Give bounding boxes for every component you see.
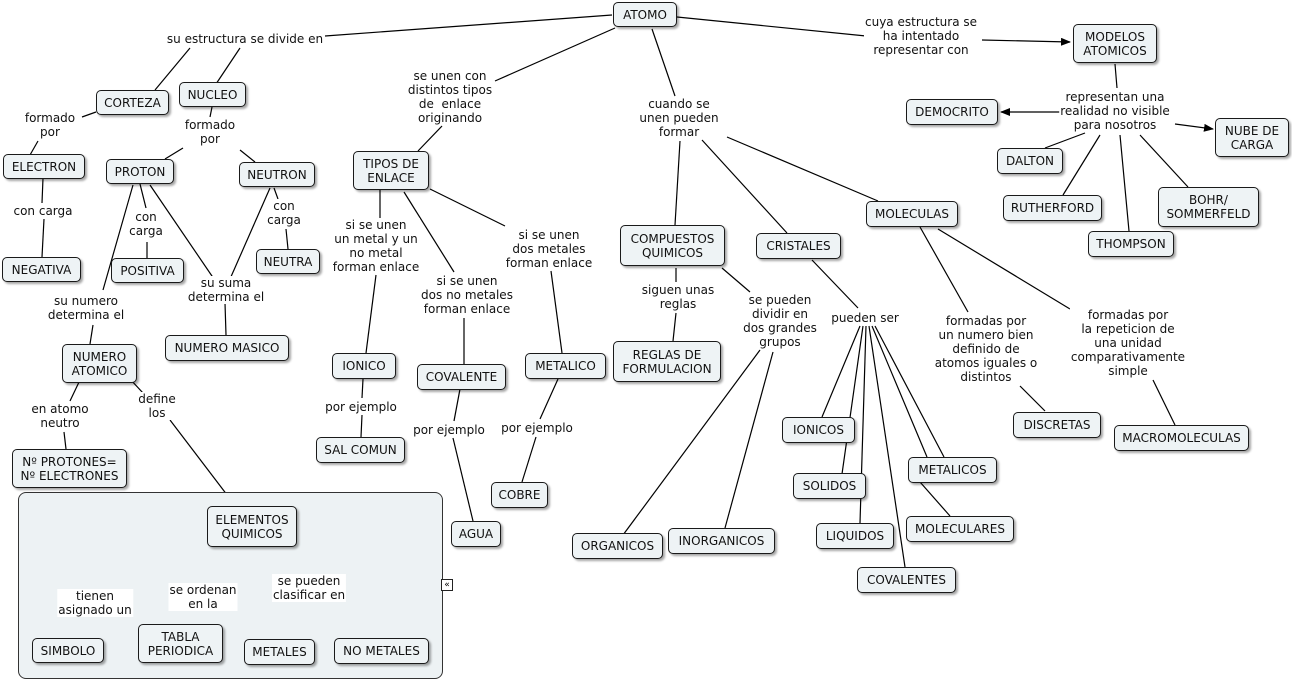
label-su-suma: su suma determina el <box>186 276 266 304</box>
node-proton[interactable]: PROTON <box>106 159 174 184</box>
node-nube-de-carga[interactable]: NUBE DE CARGA <box>1215 118 1289 157</box>
node-cristales[interactable]: CRISTALES <box>756 233 841 259</box>
label-se-unen: se unen con distintos tipos de enlace or… <box>406 69 494 125</box>
node-no-metales[interactable]: NO METALES <box>334 638 429 664</box>
label-su-numero: su numero determina el <box>46 294 126 322</box>
node-liquidos[interactable]: LIQUIDOS <box>816 523 894 549</box>
node-numero-masico[interactable]: NUMERO MASICO <box>165 335 289 361</box>
node-negativa[interactable]: NEGATIVA <box>2 257 81 282</box>
label-pueden-ser: pueden ser <box>830 311 900 325</box>
label-formado-por-nucleo: formado por <box>183 118 237 146</box>
node-covalente[interactable]: COVALENTE <box>417 364 506 390</box>
label-en-atomo-neutro: en atomo neutro <box>30 402 90 430</box>
node-ionico[interactable]: IONICO <box>332 353 396 379</box>
label-dos-metales: si se unen dos metales forman enlace <box>504 228 594 270</box>
node-tipos-de-enlace[interactable]: TIPOS DE ENLACE <box>353 151 429 190</box>
label-cuya-estructura: cuya estructura se ha intentado represen… <box>864 15 978 57</box>
node-discretas[interactable]: DISCRETAS <box>1013 412 1101 438</box>
node-moleculas[interactable]: MOLECULAS <box>866 201 958 227</box>
node-solidos[interactable]: SOLIDOS <box>793 473 866 499</box>
node-inorganicos[interactable]: INORGANICOS <box>668 528 775 554</box>
label-tienen-asignado: tienen asignado un <box>57 589 133 617</box>
node-thompson[interactable]: THOMPSON <box>1088 231 1174 257</box>
label-por-ejemplo-covalente: por ejemplo <box>412 423 486 437</box>
label-formadas-numero: formadas por un numero bien definido de … <box>933 314 1039 384</box>
node-neutron[interactable]: NEUTRON <box>239 162 315 187</box>
label-dividir: se pueden dividir en dos grandes grupos <box>742 293 818 349</box>
node-tabla-periodica[interactable]: TABLA PERIODICA <box>138 624 223 663</box>
label-clasificar: se pueden clasificar en <box>271 574 347 602</box>
node-protones-electrones[interactable]: Nº PROTONES= Nº ELECTRONES <box>12 449 127 488</box>
label-por-ejemplo-metalico: por ejemplo <box>500 421 574 435</box>
label-formado-por-corteza: formado por <box>23 111 77 139</box>
node-simbolo[interactable]: SIMBOLO <box>32 638 104 663</box>
label-dos-no-metales: si se unen dos no metales forman enlace <box>420 274 514 316</box>
node-cobre[interactable]: COBRE <box>491 482 548 508</box>
node-bohr-sommerfeld[interactable]: BOHR/ SOMMERFELD <box>1158 187 1259 227</box>
label-por-ejemplo-ionico: por ejemplo <box>324 400 398 414</box>
node-electron[interactable]: ELECTRON <box>3 154 85 179</box>
node-corteza[interactable]: CORTEZA <box>96 90 169 115</box>
label-estructura: su estructura se divide en <box>165 32 325 46</box>
node-agua[interactable]: AGUA <box>451 521 501 547</box>
label-formadas-repeticion: formadas por la repeticion de una unidad… <box>1069 308 1187 378</box>
node-metales[interactable]: METALES <box>244 639 315 665</box>
node-ionicos[interactable]: IONICOS <box>782 417 855 443</box>
node-atomo[interactable]: ATOMO <box>613 2 677 27</box>
node-numero-atomico[interactable]: NUMERO ATOMICO <box>62 344 137 383</box>
node-modelos-atomicos[interactable]: MODELOS ATOMICOS <box>1073 24 1157 63</box>
label-con-carga-proton: con carga <box>128 210 164 238</box>
label-define-los: define los <box>137 392 177 420</box>
label-con-carga-neutron: con carga <box>266 199 302 227</box>
collapse-icon[interactable]: « <box>441 579 453 591</box>
node-nucleo[interactable]: NUCLEO <box>179 82 246 107</box>
node-organicos[interactable]: ORGANICOS <box>572 533 663 559</box>
node-compuestos-quimicos[interactable]: COMPUESTOS QUIMICOS <box>620 225 725 266</box>
node-covalentes[interactable]: COVALENTES <box>857 567 956 593</box>
label-cuando-se-unen: cuando se unen pueden formar <box>638 97 720 139</box>
label-siguen-reglas: siguen unas reglas <box>640 283 716 311</box>
node-metalico[interactable]: METALICO <box>525 353 606 379</box>
label-metal-no-metal: si se unen un metal y un no metal forman… <box>331 218 421 274</box>
node-elementos-quimicos[interactable]: ELEMENTOS QUIMICOS <box>207 506 297 547</box>
node-reglas-formulacion[interactable]: REGLAS DE FORMULACION <box>613 341 721 382</box>
node-macromoleculas[interactable]: MACROMOLECULAS <box>1114 425 1249 451</box>
node-dalton[interactable]: DALTON <box>997 148 1063 174</box>
node-democrito[interactable]: DEMOCRITO <box>906 99 998 125</box>
label-se-ordenan: se ordenan en la <box>168 583 238 611</box>
node-sal-comun[interactable]: SAL COMUN <box>316 437 405 463</box>
label-con-carga-electron: con carga <box>12 204 74 218</box>
node-neutra[interactable]: NEUTRA <box>256 249 320 274</box>
node-metalicos[interactable]: METALICOS <box>908 457 997 483</box>
node-rutherford[interactable]: RUTHERFORD <box>1003 195 1102 221</box>
node-moleculares[interactable]: MOLECULARES <box>906 516 1014 542</box>
node-positiva[interactable]: POSITIVA <box>111 258 184 283</box>
label-representan: representan una realidad no visible para… <box>1059 90 1171 132</box>
